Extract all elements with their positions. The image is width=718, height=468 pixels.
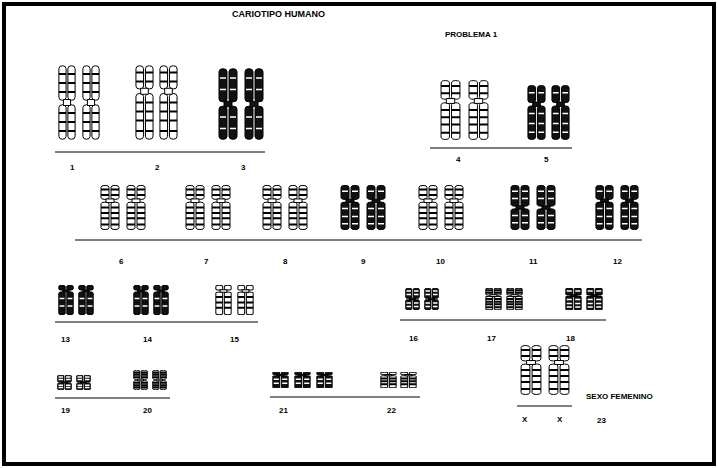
chromosome-number: 13 [61, 336, 70, 344]
chromosome-number: 22 [387, 407, 396, 415]
chromosome-number: 2 [155, 164, 159, 172]
chromosome-number: 18 [566, 335, 575, 343]
chromosome-number: 7 [204, 258, 208, 266]
chromosome-number: 9 [361, 258, 365, 266]
chromosome-number: 21 [279, 407, 288, 415]
chromosome-number: 1 [70, 164, 74, 172]
chromosome-number: SEXO FEMENINO [586, 393, 653, 401]
problem-label: PROBLEMA 1 [445, 31, 497, 39]
chromosome-number: 8 [283, 258, 287, 266]
chromosome-number: 17 [487, 335, 496, 343]
chromosome-number: 4 [456, 156, 460, 164]
chromosome-number: 15 [230, 336, 239, 344]
chromosome-number: 10 [436, 258, 445, 266]
chromosome-number: 6 [119, 258, 123, 266]
chromosome-number: 20 [143, 407, 152, 415]
chromosome-number: X [522, 416, 527, 424]
title: CARIOTIPO HUMANO [232, 10, 325, 19]
chromosome-number: X [557, 416, 562, 424]
chromosome-number: 14 [143, 336, 152, 344]
chromosome-number: 11 [529, 258, 537, 266]
chromosome-number: 3 [241, 164, 245, 172]
group-underlines [55, 148, 642, 406]
chromosome-number: 12 [613, 258, 622, 266]
chromosomes [58, 66, 638, 395]
chromosome-number: 16 [409, 335, 418, 343]
frame [4, 4, 714, 464]
chromosome-number: 5 [544, 156, 548, 164]
chromosome-number: 23 [597, 417, 606, 425]
chromosome-number: 19 [61, 407, 70, 415]
